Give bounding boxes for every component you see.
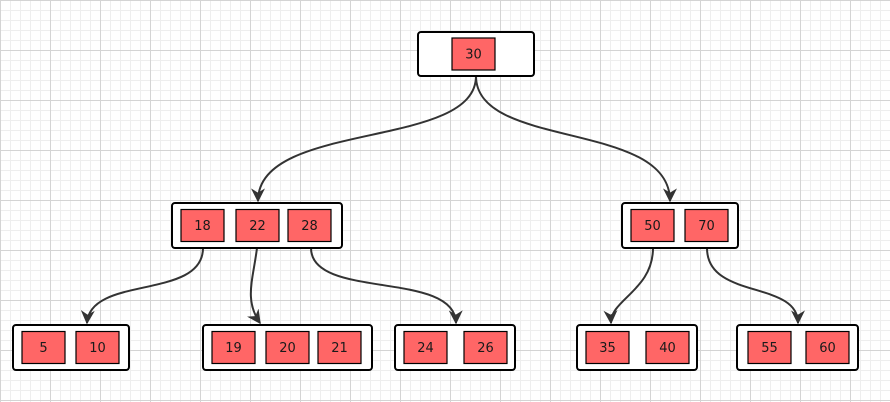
node-level2-4: 55 60: [736, 324, 859, 371]
key-cell: [180, 208, 225, 243]
key-cell: [75, 330, 120, 365]
node-level2-3: 35 40: [576, 324, 698, 371]
key-cell: [287, 208, 332, 243]
key-label: 50: [644, 219, 661, 234]
key-label: 40: [659, 341, 676, 356]
edge-70-to-child: [706, 247, 805, 325]
edges-layer: [80, 75, 805, 325]
node-root: 30: [417, 31, 535, 77]
key-label: 20: [279, 341, 296, 356]
key-label: 26: [477, 341, 494, 356]
key-cell: [317, 330, 362, 365]
key-cell: [684, 208, 729, 243]
key-cell: [805, 330, 850, 365]
key-cell: [645, 330, 690, 365]
key-label: 19: [225, 341, 242, 356]
node-level1-1: 50 70: [621, 202, 739, 249]
key-cell: [630, 208, 675, 243]
key-cell: [211, 330, 256, 365]
node-level1-0: 18 22 28: [171, 202, 343, 249]
edge-root-to-right: [475, 75, 677, 203]
key-cell: [463, 330, 508, 365]
key-cell: [21, 330, 66, 365]
edge-28-to-child: [310, 247, 463, 325]
key-label: 28: [301, 219, 318, 234]
key-label: 10: [89, 341, 106, 356]
key-cell: [585, 330, 630, 365]
key-cell: [235, 208, 280, 243]
nodes-layer: 30 18 22 28 50 70 5 10 19 20 21 24 26 35 40 55 60: [12, 31, 859, 371]
edge-50-to-child: [603, 247, 654, 325]
key-cell: [265, 330, 310, 365]
edge-18-to-child: [80, 247, 204, 325]
key-label: 22: [249, 219, 266, 234]
key-cell: [403, 330, 448, 365]
key-label: 70: [698, 219, 715, 234]
edge-22-to-child: [247, 247, 261, 325]
node-level2-1: 19 20 21: [202, 324, 373, 371]
key-label: 21: [331, 341, 348, 356]
node-level2-0: 5 10: [12, 324, 130, 371]
key-label: 55: [761, 341, 778, 356]
edge-root-to-left: [251, 75, 477, 203]
node-level2-2: 24 26: [394, 324, 516, 371]
key-label: 35: [599, 341, 616, 356]
key-cell: [451, 37, 496, 71]
key-label: 30: [465, 48, 482, 63]
key-label: 60: [819, 341, 836, 356]
key-label: 18: [194, 219, 211, 234]
key-cell: [747, 330, 792, 365]
key-label: 24: [417, 341, 434, 356]
key-label: 5: [39, 341, 47, 356]
